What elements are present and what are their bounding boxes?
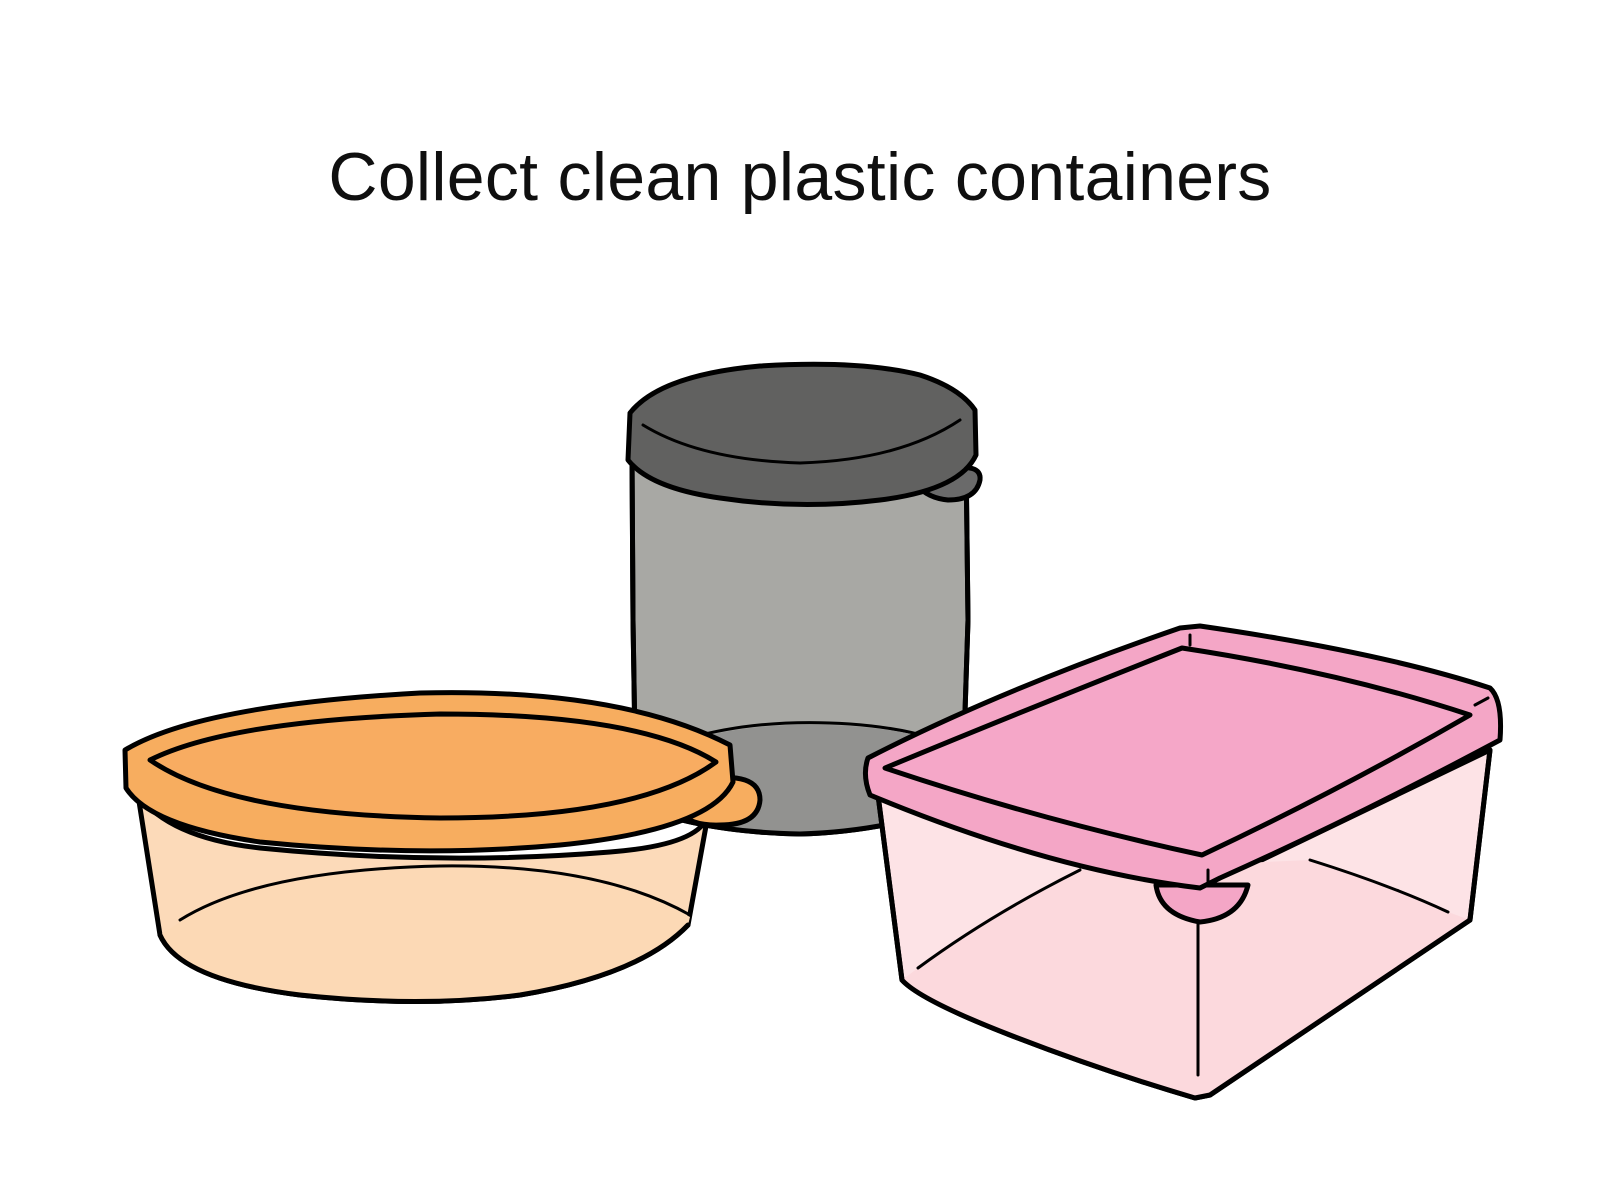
- page-title: Collect clean plastic containers: [328, 139, 1272, 215]
- orange-container-lid-inner: [147, 711, 719, 821]
- gray-canister-lid: [625, 361, 979, 508]
- gray-canister-lid-rim: [641, 418, 962, 465]
- pink-container-floor: [902, 860, 1470, 1098]
- pink-rectangular-container: [862, 623, 1503, 1101]
- orange-container-floor: [178, 864, 692, 922]
- orange-round-container: [122, 690, 763, 1004]
- pink-container-lid-top: [882, 645, 1473, 858]
- pink-container-latch: [1153, 882, 1251, 925]
